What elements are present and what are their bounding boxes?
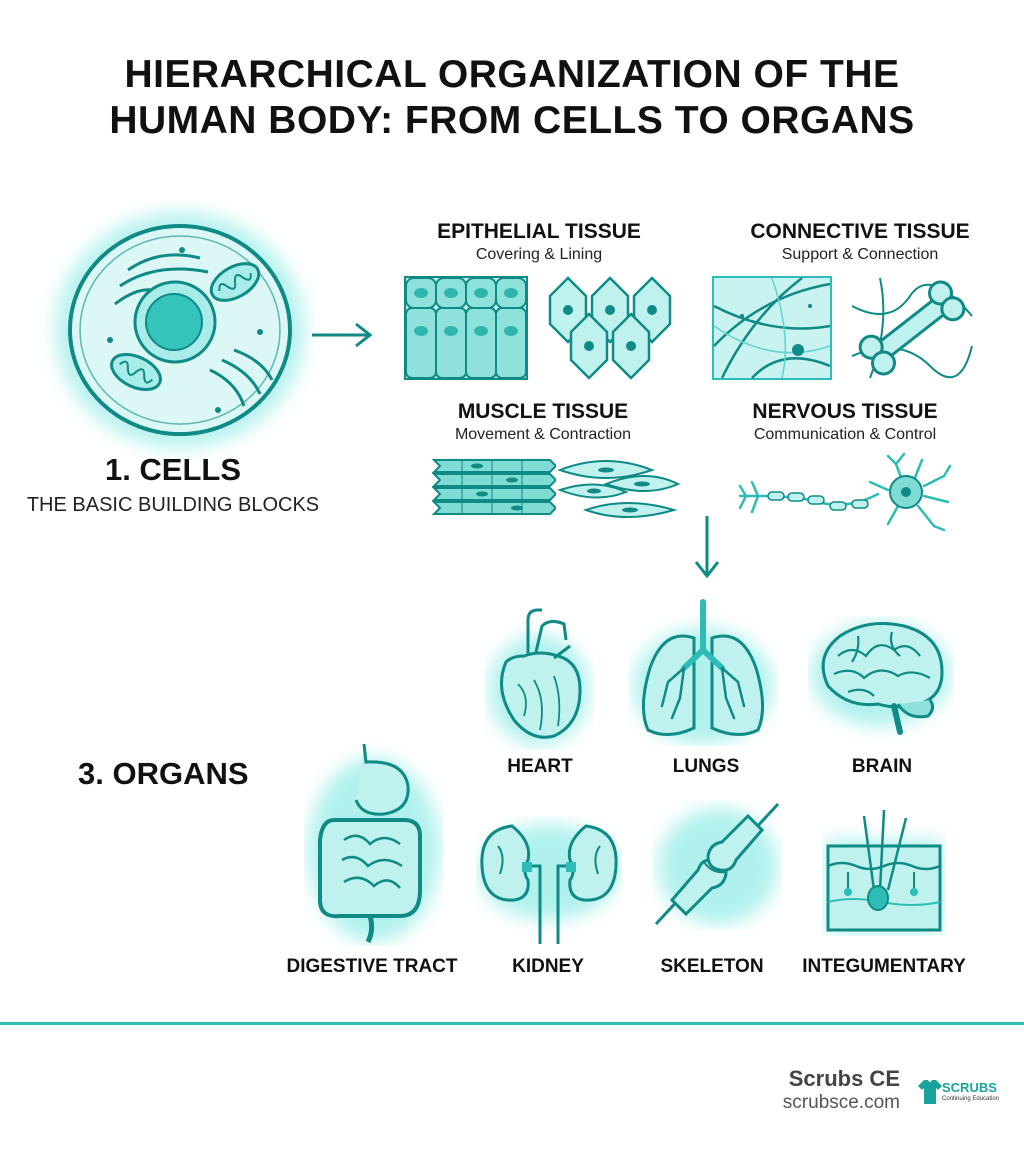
epithelial-tissue-illustration [404, 276, 528, 380]
arrow-right-icon [312, 322, 373, 348]
tissue-muscle-name: MUSCLE TISSUE [457, 400, 629, 423]
organ-label-brain: BRAIN [851, 756, 913, 777]
organ-label-lungs: LUNGS [672, 756, 740, 777]
page-title: HIERARCHICAL ORGANIZATION OF THE HUMAN B… [109, 53, 915, 142]
organ-label-integumentary: INTEGUMENTARY [802, 956, 966, 977]
logo-text: SCRUBS [942, 1080, 997, 1095]
brand-name: Scrubs CE [788, 1066, 900, 1091]
cells-subheading: THE BASIC BUILDING BLOCKS [26, 494, 320, 516]
skeleton-joint-illustration [654, 802, 780, 926]
brand-logo: SCRUBS Continuing Education [918, 1076, 1014, 1112]
organs-heading: 3. ORGANS [78, 756, 249, 791]
digestive-tract-illustration [308, 743, 440, 944]
lungs-illustration [633, 599, 773, 744]
organ-label-kidney: KIDNEY [512, 956, 584, 977]
cell-illustration [55, 212, 305, 448]
tissue-connective-subtitle: Support & Connection [781, 246, 939, 263]
brain-illustration [811, 622, 951, 735]
tissue-nervous-name: NERVOUS TISSUE [752, 400, 938, 423]
organ-label-digestive-tract: DIGESTIVE TRACT [286, 956, 458, 977]
cells-heading: 1. CELLS [104, 452, 242, 487]
neuron-illustration [738, 452, 952, 532]
tissue-muscle-subtitle: Movement & Contraction [454, 426, 632, 443]
organ-label-heart: HEART [507, 756, 573, 777]
tissue-epithelial-name: EPITHELIAL TISSUE [437, 220, 641, 243]
tissue-connective-name: CONNECTIVE TISSUE [750, 220, 970, 243]
brand-url[interactable]: scrubsce.com [782, 1092, 900, 1113]
connective-tissue-illustration [712, 276, 832, 380]
smooth-muscle-illustration [557, 460, 681, 518]
logo-tagline: Continuing Education [942, 1096, 1000, 1102]
integumentary-skin-illustration [826, 809, 942, 932]
skeletal-muscle-illustration [432, 459, 556, 515]
tissue-epithelial-subtitle: Covering & Lining [475, 246, 603, 263]
tissue-nervous-subtitle: Communication & Control [753, 426, 937, 443]
heart-illustration [489, 608, 589, 745]
brand-block: Scrubs CE scrubsce.com [783, 1066, 900, 1114]
organ-label-skeleton: SKELETON [660, 956, 764, 977]
kidney-illustration [479, 824, 619, 944]
scrubs-shirt-icon [918, 1080, 942, 1104]
arrow-down-icon [694, 516, 720, 579]
epithelial-cells-illustration [548, 276, 673, 380]
footer-divider [0, 1022, 1024, 1025]
bone-tissue-illustration [851, 277, 973, 379]
